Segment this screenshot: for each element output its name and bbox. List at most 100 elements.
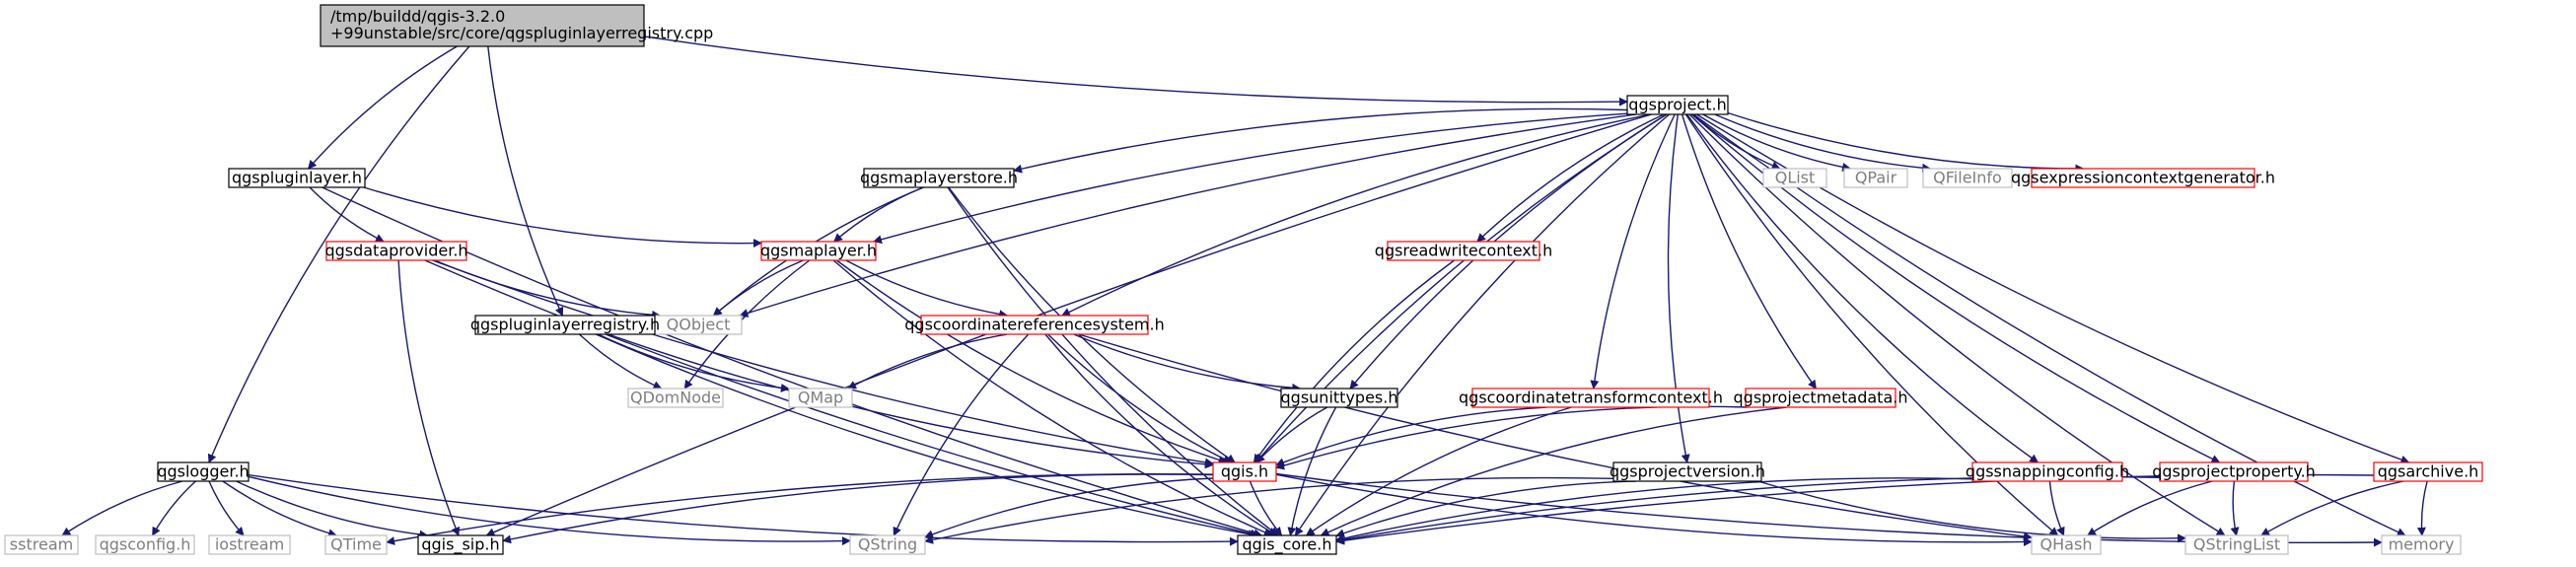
node-qgsctcontext[interactable]: qgscoordinatetransformcontext.h [1459,388,1723,408]
node-qgsdataprovider[interactable]: qgsdataprovider.h [324,241,468,261]
node-qstring-box [849,534,926,555]
node-qpair-label: QPair [1855,169,1897,187]
edge-qgsproject-to-qobject [739,113,1636,318]
node-qhash: QHash [2031,534,2102,555]
node-qstringlist-label: QStringList [2193,535,2280,554]
edge-qgsproject-to-qgsreadwritecontext [1476,113,1665,243]
node-qpair: QPair [1843,168,1908,188]
node-qstring-label: QString [858,535,917,554]
node-root[interactable]: /tmp/buildd/qgis-3.2.0+99unstable/src/co… [320,4,713,47]
node-qstring: QString [849,534,926,555]
node-qgis_sip[interactable]: qgis_sip.h [417,534,504,555]
edge-qgslogger-to-sstream [61,480,183,536]
node-qmap: QMap [788,388,853,408]
node-qgis_sip-label: qgis_sip.h [421,535,499,555]
node-qobject-label: QObject [667,316,731,334]
node-qgsexpctxgen[interactable]: qgsexpressioncontextgenerator.h [2011,168,2275,188]
node-qfileinfo-label: QFileInfo [1933,169,2002,187]
node-memory-box [2381,534,2462,555]
edge-qgspluginlayerregistry-to-qgis_core [595,333,1257,538]
node-qgsreadwritecontext-label: qgsreadwritecontext.h [1375,242,1552,260]
node-qgspluginlayerregistry[interactable]: qgspluginlayerregistry.h [470,315,660,335]
node-qstringlist-box [2184,534,2289,555]
node-qgsprojectmetadata-box [1745,388,1896,408]
node-qgsprojectmetadata[interactable]: qgsprojectmetadata.h [1734,388,1908,408]
edge-qgsproject-to-qstringlist [1688,113,2226,536]
edge-qgsprojectproperty-to-qhash [2087,480,2213,536]
node-qgsarchive-box [2373,461,2483,482]
node-qgis_core[interactable]: qgis_core.h [1237,534,1337,555]
node-qgsproject-label: qgsproject.h [1628,96,1726,114]
edge-qgscrs-to-qstring [893,333,1030,536]
node-qtime: QTime [324,534,388,555]
edge-qgspluginlayerregistry-to-qgis [608,333,1214,469]
node-qgsarchive[interactable]: qgsarchive.h [2373,461,2483,482]
edge-qgscrs-to-qgis [1047,333,1233,463]
edge-qgsarchive-to-memory [2416,480,2428,536]
edge-qgis-to-qhash [1275,473,2033,547]
node-qgsprojectproperty[interactable]: qgsprojectproperty.h [2152,461,2316,482]
edge-qgsdataprovider-to-qobject [434,259,662,319]
graph-nodes: /tmp/buildd/qgis-3.2.0+99unstable/src/co… [4,4,2483,555]
edge-qgsproject-to-qgsprojectversion [1667,113,1690,463]
edge-qgspluginlayerregistry-to-qdomnode [578,333,663,390]
node-qgis[interactable]: qgis.h [1212,461,1277,482]
node-qgsprojectmetadata-label: qgsprojectmetadata.h [1734,389,1908,407]
node-qgis-box [1212,461,1277,482]
node-qgssnappingconfig[interactable]: qgssnappingconfig.h [1966,461,2129,482]
node-qgsreadwritecontext[interactable]: qgsreadwritecontext.h [1375,241,1552,261]
edge-qgsctcontext-to-qgis_core [1305,406,1572,536]
edge-qgsmaplayer-to-qobject [712,259,804,317]
node-qgis_core-box [1237,534,1337,555]
edge-qgsproject-to-qhash [1684,113,2059,536]
edge-qgsprojectversion-to-qstringlist [1757,480,2186,543]
node-qgsmaplayerstore[interactable]: qgsmaplayerstore.h [860,168,1018,188]
edge-qgsmaplayer-to-qgis_core [832,259,1273,536]
edge-qgsproject-to-qgsmaplayer [873,112,1628,245]
edge-qgscrs-to-qgis_core [1044,333,1277,536]
edge-qgsproject-to-qgis_sip [485,113,1652,536]
node-qgsprojectversion-box [1612,461,1762,482]
node-qgsmaplayer-box [760,241,877,261]
node-qgslogger[interactable]: qgslogger.h [157,461,250,482]
node-qpair-box [1843,168,1908,188]
node-qgscrs[interactable]: qgscoordinatereferencesystem.h [904,315,1165,335]
node-qgsdataprovider-label: qgsdataprovider.h [324,242,467,260]
edge-qgsproject-to-qpair [1702,113,1852,172]
node-iostream-label: iostream [215,535,284,554]
node-qgsprojectversion[interactable]: qgsprojectversion.h [1610,461,1765,482]
node-sstream-label: sstream [10,535,73,554]
edge-qgsmaplayer-to-qgscrs [845,259,1009,319]
node-qgspluginlayer[interactable]: qgspluginlayer.h [228,168,366,188]
node-qgsmaplayer[interactable]: qgsmaplayer.h [760,241,877,261]
node-qgsreadwritecontext-box [1387,241,1540,261]
edge-qgsmaplayer-to-qgis [835,259,1228,464]
node-qgsproject[interactable]: qgsproject.h [1626,95,1729,115]
node-qmap-label: QMap [798,389,843,407]
node-qgslogger-label: qgslogger.h [157,462,249,481]
node-qgsunittypes[interactable]: qgsunittypes.h [1280,388,1398,408]
node-root-label: /tmp/buildd/qgis-3.2.0+99unstable/src/co… [330,7,713,42]
edge-qgscrs-to-qmap [847,333,1008,390]
edge-qgssnappingconfig-to-qgis_core [1335,477,1973,543]
node-qgsexpctxgen-label: qgsexpressioncontextgenerator.h [2011,169,2275,187]
edge-qgsprojectmetadata-to-qgis_core [1320,406,1787,536]
node-qgsprojectproperty-label: qgsprojectproperty.h [2152,462,2316,481]
edge-qgsprojectmetadata-to-qgis [1275,405,1749,470]
edge-qgsprojectproperty-to-qgis_core [1335,475,2161,544]
edge-root-to-qgspluginlayer [308,45,458,170]
edge-qgslogger-to-qstring [248,475,851,546]
node-qgsunittypes-label: qgsunittypes.h [1281,389,1398,407]
edge-qgis-to-qgis_core [1249,480,1283,536]
edge-qgscrs-to-qgsunittypes [1073,333,1302,392]
edge-root-to-qgspluginlayerregistry [487,45,564,317]
node-qgscrs-label: qgscoordinatereferencesystem.h [904,316,1164,334]
node-qtime-box [324,534,388,555]
node-sstream-box [4,534,79,555]
edge-qgsunittypes-to-qgis_core [1287,406,1337,536]
node-qgsmaplayerstore-box [863,168,1015,188]
edge-qgsprojectversion-to-qstring [924,476,1614,544]
node-qhash-box [2031,534,2102,555]
edge-qgsdataprovider-to-qgis [432,259,1214,467]
